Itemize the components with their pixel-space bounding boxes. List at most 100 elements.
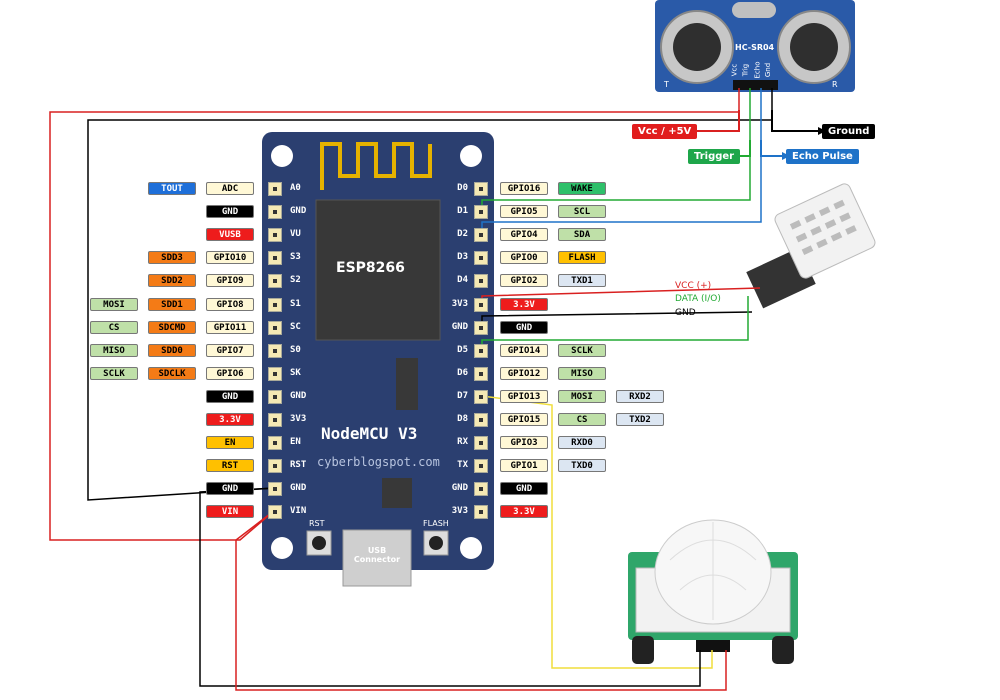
pin-function-label: GPIO7: [206, 343, 254, 357]
wire-vcc-arrow: [684, 110, 740, 132]
usb-label: USB Connector: [353, 546, 401, 564]
pin-label-left-s1: S1: [290, 298, 301, 309]
pin-function-label: SCL: [558, 205, 606, 219]
hcsr04-header: [733, 80, 778, 90]
pin-function-label: GPIO14: [500, 343, 548, 357]
pin-header-left: [268, 320, 282, 335]
pin-function-label: GND: [206, 389, 254, 403]
crystal: [732, 2, 776, 18]
hcsr04-pin-vcc: Vcc: [730, 63, 739, 77]
hcsr04-pin-gnd: Gnd: [764, 62, 773, 78]
pin-header-right: [474, 228, 488, 243]
flash-button-cap: [429, 536, 443, 550]
pin-label-right-d8: D8: [457, 414, 468, 424]
pin-function-label: RST: [206, 459, 254, 473]
pin-header-right: [474, 459, 488, 474]
pin-function-label: TXD2: [616, 413, 664, 426]
pin-header-right: [474, 297, 488, 312]
pin-header-left: [268, 505, 282, 520]
pin-header-right: [474, 436, 488, 451]
pin-header-left: [268, 251, 282, 266]
pin-function-label: EN: [206, 436, 254, 450]
ground-annotation: Ground: [822, 124, 876, 139]
pin-header-right: [474, 505, 488, 520]
rst-label: RST: [309, 519, 325, 528]
hcsr04-pin-echo: Echo: [753, 61, 762, 79]
pin-function-label: MOSI: [90, 297, 138, 311]
pin-header-left: [268, 366, 282, 381]
antenna-trace: [320, 142, 432, 190]
pin-label-right-3v3: 3V3: [451, 298, 468, 309]
rst-button-cap: [312, 536, 326, 550]
pin-function-label: GPIO11: [206, 320, 254, 334]
pin-function-label: FLASH: [558, 251, 606, 265]
pin-header-left: [268, 482, 282, 497]
pin-function-label: CS: [90, 320, 138, 334]
pin-function-label: SDD0: [148, 343, 196, 357]
pin-function-label: SDD2: [148, 274, 196, 288]
pin-header-left: [268, 436, 282, 451]
vcc-annotation: Vcc / +5V: [632, 124, 698, 139]
esp8266-chip: [315, 199, 441, 341]
pin-function-label: GPIO16: [500, 182, 548, 195]
mount-hole: [460, 145, 482, 167]
dht-data-label: DATA (I/O): [675, 294, 721, 304]
pin-header-right: [474, 320, 488, 335]
board-name: NodeMCU V3: [321, 424, 418, 443]
pin-function-label: GPIO10: [206, 251, 254, 265]
pin-header-left: [268, 413, 282, 427]
pin-header-right: [474, 413, 488, 427]
pin-header-left: [268, 228, 282, 243]
hcsr04-model: HC-SR04: [735, 43, 775, 52]
pin-function-label: GPIO6: [206, 366, 254, 380]
pin-function-label: GND: [500, 482, 548, 496]
pin-function-label: SDCLK: [148, 366, 196, 380]
pin-label-left-s0: S0: [290, 344, 301, 355]
pin-function-label: TXD0: [558, 459, 606, 473]
pin-label-left-a0: A0: [290, 183, 301, 193]
pin-function-label: SCLK: [90, 366, 138, 380]
wire-vcc-5v: [49, 88, 740, 541]
pin-function-label: GND: [500, 320, 548, 334]
pin-function-label: GPIO9: [206, 274, 254, 288]
chip-label: ESP8266: [336, 260, 405, 276]
wire-gnd-arrow: [771, 110, 818, 132]
pin-header-left: [268, 389, 282, 404]
pin-header-left: [268, 205, 282, 220]
pir-cap-right: [772, 636, 794, 664]
pin-label-left-3v3: 3V3: [290, 414, 307, 424]
pin-function-label: SDA: [558, 228, 606, 242]
pin-function-label: RXD2: [616, 389, 664, 403]
pin-label-right-d4: D4: [457, 275, 468, 286]
pin-label-right-d3: D3: [457, 252, 468, 263]
pin-function-label: GPIO8: [206, 297, 254, 311]
pin-function-label: SDD3: [148, 251, 196, 265]
echo-annotation: Echo Pulse: [786, 149, 859, 164]
wire-echo-arrow: [760, 140, 782, 157]
pin-function-label: GPIO4: [500, 228, 548, 242]
pin-header-left: [268, 297, 282, 312]
hcsr04-t: T: [664, 80, 669, 89]
pin-label-left-vu: VU: [290, 229, 301, 240]
pin-label-right-tx: TX: [457, 460, 468, 471]
pin-label-right-gnd: GND: [451, 321, 468, 332]
pin-function-label: 3.3V: [500, 505, 548, 519]
pin-function-label: GPIO0: [500, 251, 548, 265]
pin-label-left-gnd: GND: [290, 483, 307, 494]
pin-function-label: WAKE: [558, 182, 606, 195]
pin-function-label: SDCMD: [148, 320, 196, 334]
usb-chip: [382, 478, 412, 508]
pin-label-right-gnd: GND: [451, 483, 468, 494]
pin-function-label: GPIO2: [500, 274, 548, 288]
pin-header-right: [474, 343, 488, 358]
dht-vcc-label: VCC (+): [675, 281, 712, 291]
hcsr04-pin-trig: Trig: [741, 63, 750, 77]
pin-function-label: MISO: [90, 343, 138, 357]
pin-label-left-sc: SC: [290, 321, 301, 332]
pin-function-label: SCLK: [558, 343, 606, 357]
pin-label-left-s2: S2: [290, 275, 301, 286]
pin-function-label: MISO: [558, 366, 606, 380]
pin-function-label: GPIO15: [500, 413, 548, 426]
regulator: [396, 358, 418, 410]
wire-gnd-hc: [87, 88, 773, 501]
